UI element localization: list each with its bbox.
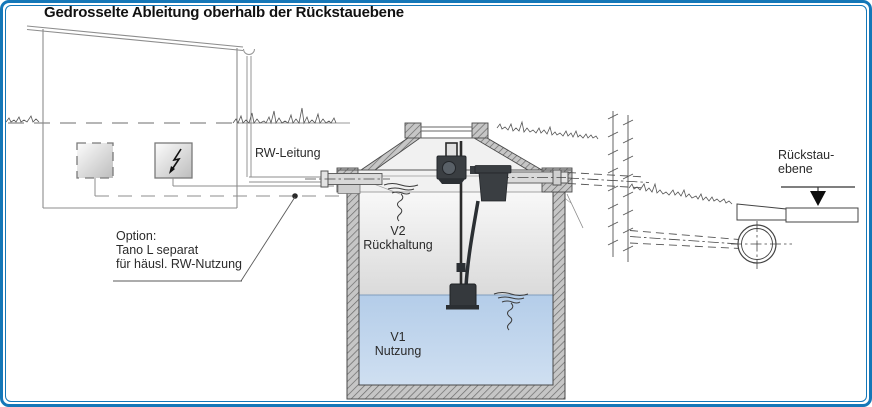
label-backwater-level: Rückstau- ebene xyxy=(778,148,834,176)
v1-name: Nutzung xyxy=(374,344,422,358)
gutter-icon xyxy=(243,48,255,55)
flow-arrow-icon xyxy=(170,148,182,172)
control-unit xyxy=(154,142,193,179)
retention-zone-v2 xyxy=(359,192,553,295)
street-surface xyxy=(785,207,859,223)
leader-dot xyxy=(292,193,298,199)
backwater-level-symbol xyxy=(781,186,855,206)
grass-icon xyxy=(628,182,733,205)
option-line-1: Option: xyxy=(116,229,157,243)
right-terrain xyxy=(496,120,859,229)
v2-code: V2 xyxy=(390,224,406,238)
boundary-lines xyxy=(607,111,634,262)
house-outline xyxy=(26,25,244,209)
pump-motor-icon xyxy=(442,161,456,175)
v1-code: V1 xyxy=(390,330,406,344)
option-line-3: für häusl. RW-Nutzung xyxy=(116,257,242,271)
v2-name: Rückhaltung xyxy=(363,238,433,252)
option-line-2: Tano L separat xyxy=(116,243,199,257)
label-rw-leitung: RW-Leitung xyxy=(255,146,321,160)
backwater-line-1: Rückstau- xyxy=(778,148,835,162)
label-option-note: Option: Tano L separat für häusl. RW-Nut… xyxy=(116,229,242,271)
label-v2-zone: V2 Rückhaltung xyxy=(338,224,458,252)
curb xyxy=(736,203,787,221)
pipes-and-cables xyxy=(94,176,348,197)
sewer-main xyxy=(629,221,792,269)
gutter-downpipe xyxy=(243,48,255,177)
label-v1-zone: V1 Nutzung xyxy=(338,330,458,358)
grass-icon xyxy=(496,120,599,140)
lid-block xyxy=(404,122,422,139)
ground-level-line xyxy=(5,107,350,125)
option-leader xyxy=(113,193,298,282)
tank-interior xyxy=(341,139,572,385)
diagram-title: Gedrosselte Ableitung oberhalb der Rücks… xyxy=(44,4,404,21)
pipe-joint xyxy=(456,263,466,272)
flexible-hose xyxy=(464,200,480,287)
water-zone-v1 xyxy=(359,295,553,385)
grass-icon xyxy=(232,107,337,125)
pump-assembly xyxy=(436,141,480,310)
storage-unit-optional xyxy=(76,142,114,179)
flow-arrowhead-icon xyxy=(169,166,175,174)
backwater-line-2: ebene xyxy=(778,162,813,176)
lid-block xyxy=(471,122,489,139)
level-triangle-icon xyxy=(810,191,826,206)
grass-icon xyxy=(5,115,40,123)
inlet-pipe xyxy=(305,170,390,194)
filter-basket xyxy=(470,165,512,202)
submersible-pump xyxy=(449,283,477,308)
